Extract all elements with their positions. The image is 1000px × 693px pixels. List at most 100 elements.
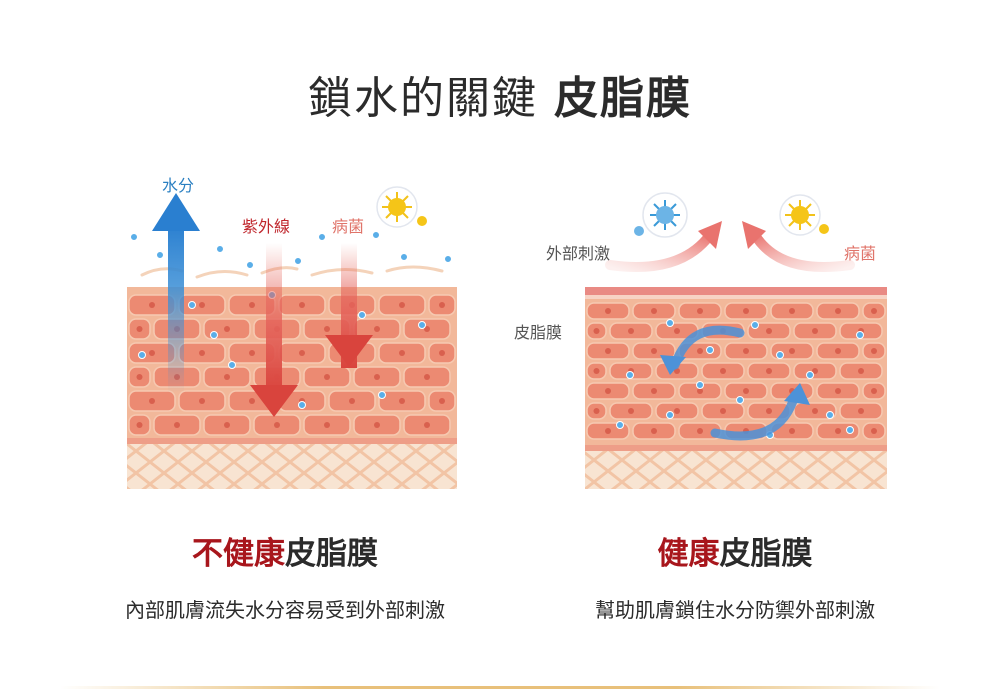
right-caption: 幫助肌膚鎖住水分防禦外部刺激 — [595, 598, 875, 622]
left-caption: 內部肌膚流失水分容易受到外部刺激 — [125, 598, 445, 622]
cell-nucleus — [858, 368, 864, 374]
circulation-arrowhead-right — [784, 383, 810, 405]
cell-nucleus — [743, 348, 749, 354]
cell-nucleus — [871, 348, 877, 354]
dry-surface-flakes — [140, 265, 444, 279]
sebum-film — [585, 287, 887, 299]
cell-nucleus — [424, 422, 430, 428]
left-heading: 不健康皮脂膜 — [150, 528, 420, 573]
cell-nucleus — [835, 388, 841, 394]
cell-nucleus — [136, 326, 143, 332]
cell-nucleus — [136, 422, 143, 428]
skin-cells — [128, 294, 456, 436]
cell-nucleus — [812, 328, 818, 334]
water-droplet — [294, 257, 302, 265]
cell-nucleus — [766, 368, 772, 374]
label-uv: 紫外線 — [242, 217, 291, 236]
cell-nucleus — [324, 422, 330, 428]
water-droplet — [846, 426, 854, 434]
water-droplet — [378, 391, 386, 399]
cell-nucleus — [424, 374, 430, 380]
cell-nucleus — [651, 428, 657, 434]
cell-nucleus — [274, 422, 280, 428]
germs-arrow — [325, 243, 373, 368]
cell-nucleus — [697, 348, 703, 354]
water-droplet — [666, 319, 674, 327]
footer-divider — [60, 686, 940, 689]
water-droplets — [616, 319, 864, 439]
cell-nucleus — [651, 388, 657, 394]
cell-nucleus — [299, 302, 305, 308]
cell-nucleus — [439, 302, 445, 308]
water-droplet — [626, 371, 634, 379]
cell-nucleus — [224, 422, 230, 428]
cell-nucleus — [374, 422, 380, 428]
cell-nucleus — [374, 374, 380, 380]
water-droplet — [358, 311, 366, 319]
deflect-arrow-right — [742, 221, 855, 272]
water-droplet — [318, 233, 326, 241]
unhealthy-skin-illustration — [127, 186, 457, 489]
water-droplet — [156, 251, 164, 259]
skin-cells — [586, 302, 886, 440]
cell-nucleus — [199, 302, 205, 308]
cell-nucleus — [789, 348, 795, 354]
cell-nucleus — [439, 350, 445, 356]
water-droplet — [616, 421, 624, 429]
cell-nucleus — [628, 328, 634, 334]
cell-nucleus — [743, 308, 749, 314]
cell-nucleus — [224, 326, 230, 332]
water-droplet — [751, 321, 759, 329]
left-heading-accent: 不健康 — [192, 536, 285, 572]
cell-nucleus — [766, 328, 772, 334]
cell-nucleus — [674, 408, 680, 414]
cell-nucleus — [199, 350, 205, 356]
cell-nucleus — [424, 326, 430, 332]
water-droplet — [210, 331, 218, 339]
cell-nucleus — [174, 422, 180, 428]
deflect-arrow-left — [605, 221, 722, 272]
water-droplet — [188, 301, 196, 309]
water-droplet — [418, 321, 426, 329]
cell-nucleus — [399, 350, 405, 356]
cell-nucleus — [249, 302, 255, 308]
uv-arrow — [250, 243, 298, 417]
cell-nucleus — [628, 408, 634, 414]
cell-nucleus — [651, 348, 657, 354]
cell-nucleus — [324, 374, 330, 380]
left-heading-rest: 皮脂膜 — [285, 536, 378, 572]
cell-nucleus — [399, 398, 405, 404]
right-heading-accent: 健康 — [657, 536, 720, 572]
bacteria-icon — [376, 186, 427, 228]
label-germs: 病菌 — [844, 244, 877, 263]
page-title: 鎖水的關鍵 皮脂膜 — [0, 62, 1000, 126]
cell-nucleus — [720, 408, 726, 414]
water-droplet — [856, 331, 864, 339]
water-droplet — [372, 231, 380, 239]
label-germs: 病菌 — [332, 217, 365, 236]
title-highlight: 皮脂膜 — [554, 73, 692, 124]
bacteria-icon — [779, 194, 829, 236]
cell-nucleus — [651, 308, 657, 314]
cell-nucleus — [789, 308, 795, 314]
water-droplet — [216, 245, 224, 253]
healthy-skin-diagram: 外部刺激 病菌 皮脂膜 — [510, 185, 895, 495]
cell-nucleus — [605, 308, 611, 314]
cell-nucleus — [605, 348, 611, 354]
cell-nucleus — [871, 428, 877, 434]
cell-nucleus — [835, 348, 841, 354]
label-water: 水分 — [162, 176, 195, 195]
cell-nucleus — [149, 350, 155, 356]
cell-nucleus — [697, 308, 703, 314]
cell-nucleus — [593, 408, 600, 414]
water-droplet — [444, 255, 452, 263]
water-droplet — [666, 411, 674, 419]
cell-nucleus — [299, 350, 305, 356]
cell-nucleus — [593, 328, 600, 334]
cell-nucleus — [697, 388, 703, 394]
cell-nucleus — [224, 374, 230, 380]
water-droplet — [138, 351, 146, 359]
water-droplet — [736, 396, 744, 404]
water-droplet — [706, 346, 714, 354]
cell-nucleus — [374, 326, 380, 332]
